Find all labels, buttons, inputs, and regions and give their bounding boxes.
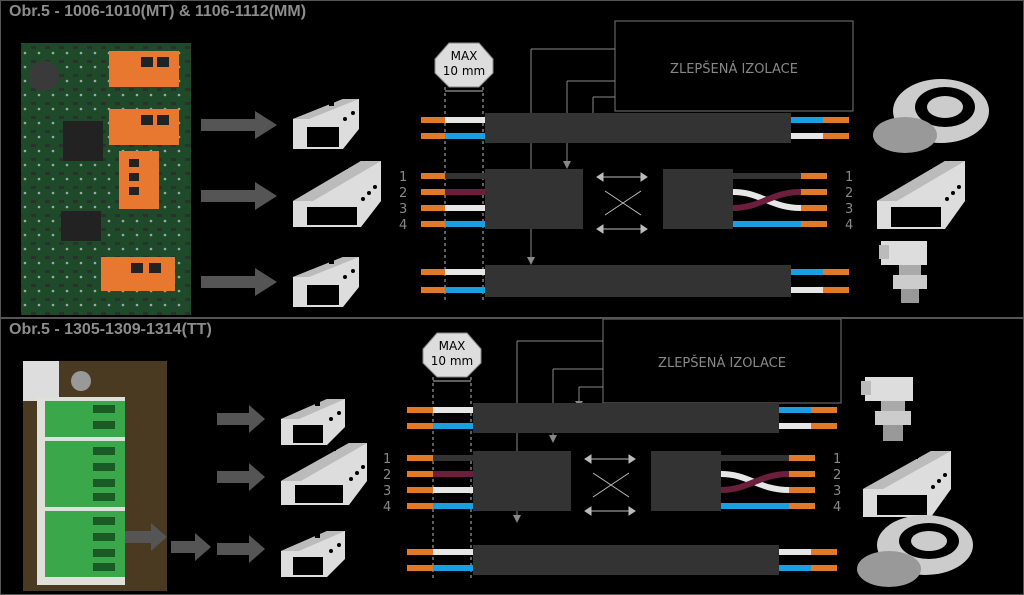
pcb-photo (21, 43, 191, 315)
connector-4pin-icon (863, 451, 951, 517)
cable-2wire-bottom (407, 545, 837, 575)
arrow-right-icon (201, 111, 277, 296)
connector-2pin-icon (281, 531, 345, 577)
pressure-sensor-icon (861, 377, 913, 441)
wire-number: 2 (845, 186, 853, 201)
connector-2pin-icon (293, 99, 359, 149)
max-strip-length-badge: MAX 10 mm (434, 42, 494, 88)
terminal-photo (23, 361, 167, 591)
wire-number: 2 (399, 186, 407, 201)
wire-number: 3 (383, 484, 391, 499)
wire-number: 3 (833, 484, 841, 499)
improved-insulation-box: ZLEPŠENÁ IZOLACE (602, 319, 842, 404)
wiring-diagram-top: MAX 10 mm ZLEPŠENÁ IZOLACE (21, 20, 989, 315)
panel-bottom: Obr.5 - 1305-1309-1314(TT) (0, 318, 1024, 595)
wire-number: 1 (845, 170, 853, 185)
cable-2wire-top (421, 113, 849, 143)
connector-4pin-icon (293, 161, 381, 227)
wire-number: 3 (399, 202, 407, 217)
cable-2wire-top (407, 403, 837, 433)
coil-sensor-icon (857, 515, 973, 587)
wire-number: 3 (845, 202, 853, 217)
pressure-sensor-icon (879, 241, 927, 303)
insulation-label: ZLEPŠENÁ IZOLACE (670, 61, 798, 77)
insulation-label: ZLEPŠENÁ IZOLACE (658, 355, 786, 371)
max-value-label: 10 mm (431, 354, 473, 368)
improved-insulation-box: ZLEPŠENÁ IZOLACE (614, 20, 854, 112)
terminal-block-orange (101, 51, 179, 291)
crossover-icon (584, 454, 636, 516)
max-value-label: 10 mm (443, 64, 485, 78)
max-strip-length-badge: MAX 10 mm (422, 332, 482, 378)
wire-number: 2 (833, 468, 841, 483)
wire-number: 4 (833, 500, 841, 515)
max-label: MAX (439, 339, 466, 353)
cable-4wire (407, 451, 815, 511)
wire-number: 4 (845, 218, 853, 233)
cable-4wire (421, 169, 827, 229)
wire-number: 4 (383, 500, 391, 515)
panel-title: Obr.5 - 1006-1010(MT) & 1106-1112(MM) (9, 3, 307, 20)
crossover-icon (596, 172, 648, 234)
arrow-right-icon (171, 405, 265, 563)
cable-2wire-bottom (421, 265, 849, 297)
coil-sensor-icon (873, 79, 989, 153)
connector-2pin-icon (281, 399, 345, 445)
connector-4pin-icon (281, 443, 367, 505)
connector-2pin-icon (293, 257, 359, 307)
panel-title: Obr.5 - 1305-1309-1314(TT) (9, 321, 212, 338)
wiring-diagram-bottom: MAX 10 mm ZLEPŠENÁ IZOLACE (23, 319, 973, 591)
wire-number: 2 (383, 468, 391, 483)
wire-number: 1 (399, 170, 407, 185)
wire-number: 1 (833, 452, 841, 467)
max-label: MAX (451, 49, 478, 63)
wire-number: 4 (399, 218, 407, 233)
connector-4pin-icon (877, 161, 965, 229)
panel-top: Obr.5 - 1006-1010(MT) & 1106-1112(MM) (0, 0, 1024, 318)
wire-number: 1 (383, 452, 391, 467)
